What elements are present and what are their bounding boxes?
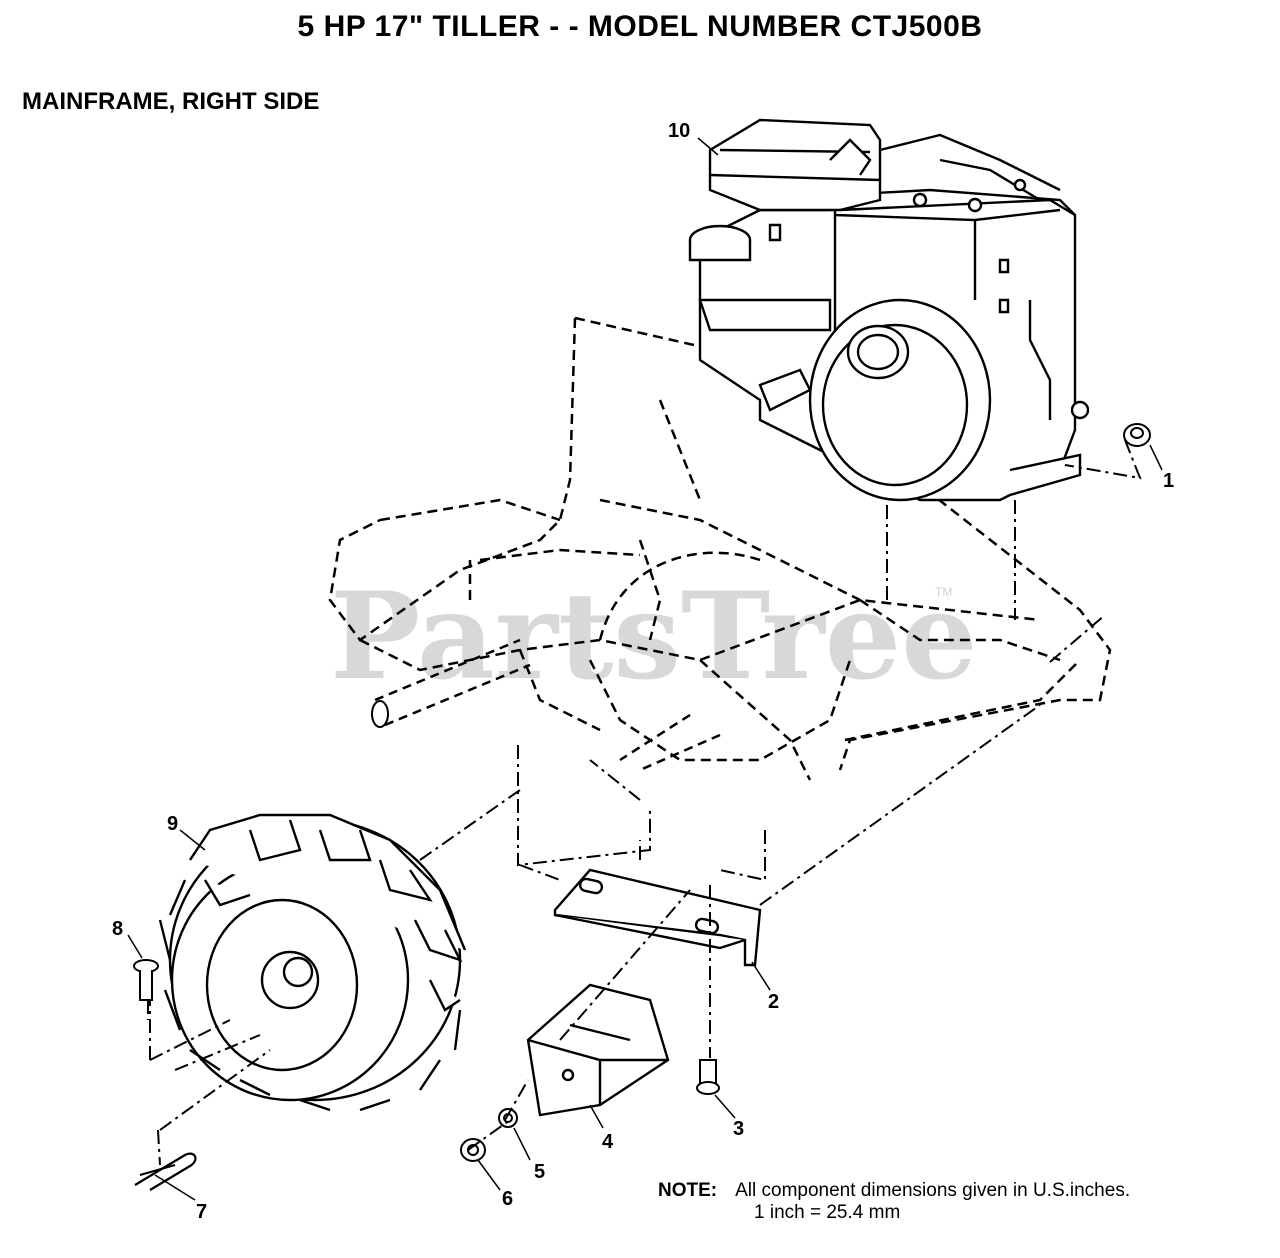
nut-part-1 (1123, 423, 1151, 447)
clevis-pin-drawing (133, 959, 159, 1001)
callout-5: 5 (534, 1161, 545, 1183)
mounting-bracket-drawing (553, 868, 762, 967)
note-label: NOTE: (658, 1180, 718, 1201)
weight-block-drawing (526, 983, 670, 1117)
axle-shaft (371, 638, 721, 772)
callout-7: 7 (196, 1201, 207, 1223)
washer-and-nut-drawing (460, 1108, 518, 1162)
callout-leaders (127, 137, 1163, 1201)
watermark-tm: TM (935, 585, 952, 599)
assembly-leader-lines (147, 439, 1142, 1166)
callout-8: 8 (112, 918, 123, 940)
note-line-1: All component dimensions given in U.S.in… (735, 1180, 1131, 1201)
engine-drawing (688, 118, 1090, 502)
section-subtitle: MAINFRAME, RIGHT SIDE (22, 88, 320, 115)
hair-pin-drawing (134, 1152, 197, 1191)
note-line-2: 1 inch = 25.4 mm (754, 1202, 901, 1223)
watermark-text: PartsTree (330, 566, 977, 707)
dimensions-note: NOTE: All component dimensions given in U… (658, 1180, 1131, 1223)
callout-9: 9 (167, 813, 178, 835)
wheel-tire-drawing (158, 813, 467, 1112)
callout-6: 6 (502, 1188, 513, 1210)
callout-4: 4 (602, 1131, 614, 1153)
callout-10: 10 (668, 120, 690, 142)
callout-2: 2 (768, 991, 779, 1013)
bolt-drawing (696, 1059, 720, 1095)
callout-1: 1 (1163, 470, 1174, 492)
page-title: 5 HP 17" TILLER - - MODEL NUMBER CTJ500B (297, 10, 983, 43)
callout-3: 3 (733, 1118, 744, 1140)
